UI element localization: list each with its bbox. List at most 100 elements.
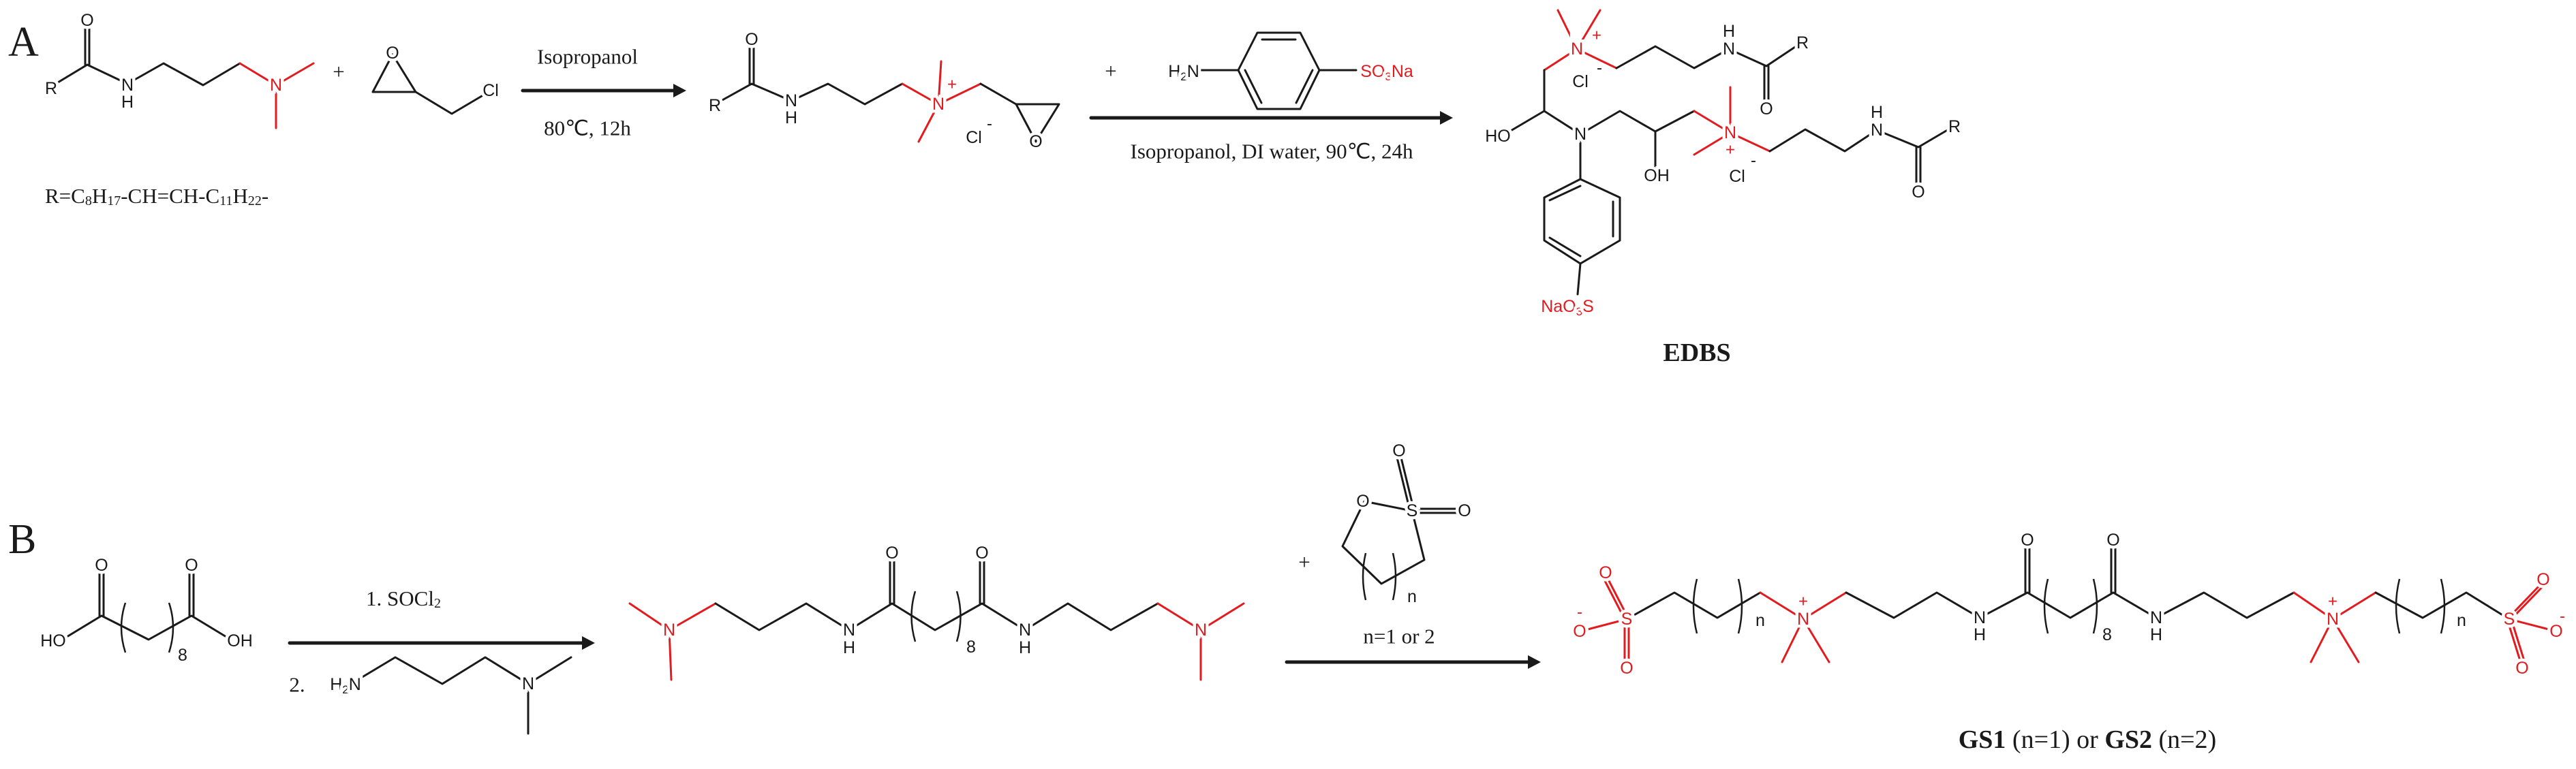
atom-o: O [1912,183,1925,202]
charge-minus: - [1577,603,1582,622]
repeat-count-8: 8 [2102,625,2112,644]
reaction-arrow-a1 [521,84,686,97]
bond [2506,582,2543,621]
sodium-sulfanilate: H2N SO3Na [1165,31,1416,110]
atom-o: O [185,556,198,575]
bond [1602,577,1626,621]
step2-conditions: Isopropanol, DI water, 90℃, 24h [1131,140,1413,163]
bond [1543,48,1618,72]
repeat-count-n: n [1407,587,1417,606]
repeat-count-8: 8 [966,638,976,657]
atom-o: O [885,544,898,563]
atom-s: S [1407,501,1418,520]
atom-oh: OH [227,631,253,650]
atom-ho: HO [40,631,66,650]
bond [1400,456,1415,512]
epichlorohydrin: O Cl [371,41,502,115]
dimethylaminopropylamine: 2. H2N N [289,656,572,735]
repeat-bracket [2395,578,2401,634]
panel-label-b: B [8,516,36,563]
atom-h: H [121,93,134,112]
atom-r: R [1948,117,1961,136]
bond [714,602,1159,631]
atom-o: O [1458,501,1471,520]
plus-sign: + [1298,550,1310,574]
repeat-count-n: n [2457,611,2466,630]
arrow-head [673,84,686,97]
panel-label-a: A [8,19,39,65]
atom-n: N [1723,40,1735,59]
atom-n-quaternary: N [1571,40,1583,59]
atom-o: O [1620,659,1633,678]
bond [2506,618,2521,662]
charge-minus: - [2560,608,2565,626]
repeat-bracket [910,591,917,642]
bond [1584,618,1628,631]
bond [1237,31,1321,110]
bond [2331,618,2360,663]
bond [65,614,228,641]
product-name-edbs: EDBS [1663,339,1730,367]
atom-o: O [2536,570,2549,589]
reaction-arrow-b1 [288,636,595,650]
atom-oh: OH [1644,166,1670,185]
atom-o: O [1760,99,1773,119]
bond [2310,618,2334,663]
step2-number: 2. [289,673,305,697]
bond [1781,618,1805,663]
gs-structure: S O O O - n N + N H O O 8 N H N + n S O … [1570,528,2566,681]
bond [1606,577,1630,621]
atom-o: O [2106,531,2119,550]
sultone: O O S O n [1341,439,1474,610]
atom-n-quaternary: N [2327,610,2339,629]
atom-h: H [2150,625,2162,644]
atom-cl: Cl [1572,72,1589,91]
atom-n-quaternary: N [1797,610,1809,629]
bond [937,60,942,106]
atom-n: N [785,91,797,110]
atom-h: H [1871,103,1883,122]
charge-minus: - [1751,152,1756,170]
charge-plus: + [1798,593,1808,611]
atom-o: O [95,556,108,575]
atom-n: N [2150,608,2162,627]
amidoamine-reactant: R O N H N [42,8,315,129]
atom-o: O [1392,441,1405,460]
atom-n: N [522,674,534,693]
atom-o: O [2515,659,2528,678]
bond [979,82,1060,143]
bond [1576,9,1601,50]
edbs-structure: N + Cl - HO N OH N + Cl - N H O R N H O … [1482,9,1964,321]
repeat-bracket [2440,578,2446,634]
atom-o: O [2021,531,2034,550]
bond [1548,236,1582,257]
amino-group: H2N [1168,62,1199,83]
bond [360,656,572,685]
product-name-gs: GS1 (n=1) or GS2 (n=2) [1959,725,2217,754]
reaction-arrow-a2 [1089,111,1453,125]
atom-cl: Cl [482,81,499,100]
arrow-head [1528,655,1541,669]
bond [371,53,417,93]
bond [1505,110,1546,135]
bond [1341,500,1426,585]
bond [1543,178,1621,265]
plus-sign: + [333,60,344,84]
bond [50,62,241,88]
atom-ho: HO [1485,127,1511,146]
atom-n: N [121,76,134,95]
step1-conditions: 80℃, 12h [544,116,631,140]
sebacic-acid: O O HO OH 8 [37,553,256,668]
repeat-bracket [2043,578,2049,634]
atom-n-quaternary: N [932,95,945,114]
repeat-bracket [1392,552,1397,601]
bond [917,103,940,143]
step1-reagent-socl2: 1. SOCl2 [366,586,441,612]
atom-o: O [745,30,758,49]
atom-h: H [1019,638,1031,657]
bond [1295,69,1314,104]
epoxy-quaternary-intermediate: R O N H N + Cl - O [705,27,1060,155]
bond [1802,618,1830,663]
repeat-bracket [1362,552,1367,601]
